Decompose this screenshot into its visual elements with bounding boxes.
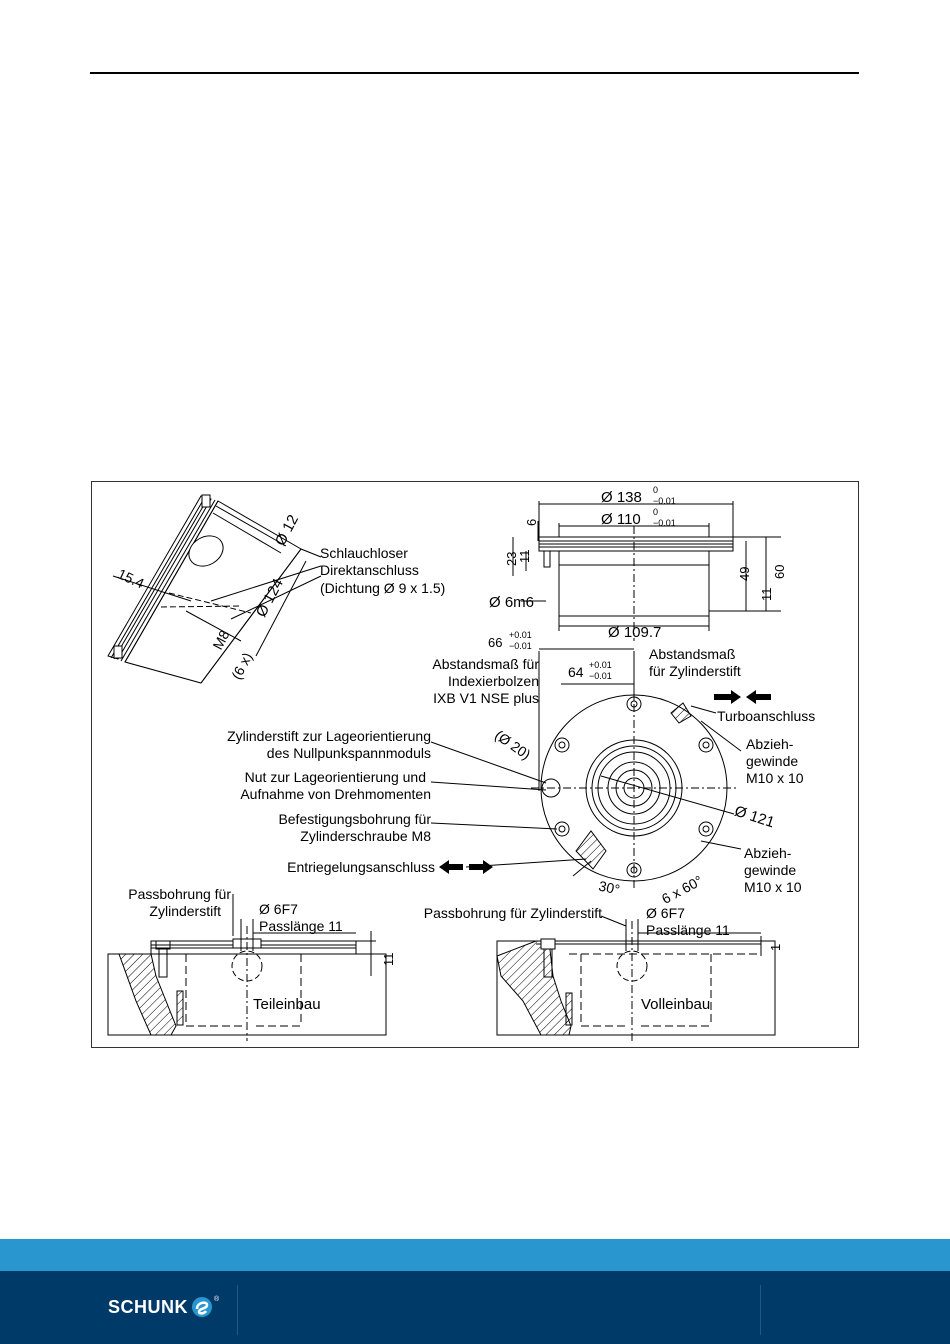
tol-64-upper: +0.01 xyxy=(589,660,612,670)
tol-110-upper: 0 xyxy=(653,507,658,517)
pin-distance-line2: für Zylinderstift xyxy=(649,663,741,679)
turbo-label: Turboanschluss xyxy=(717,708,815,724)
hose-label-line2: Direktanschluss xyxy=(320,562,419,578)
tol-138-lower: −0.01 xyxy=(653,496,676,506)
pin-orient-line2: des Nullpunkspannmoduls xyxy=(267,745,431,761)
dim-dia-20: (Ø 20) xyxy=(492,727,534,763)
dim-dia-12: Ø 12 xyxy=(272,512,302,549)
full-install-label: Volleinbau xyxy=(641,996,710,1013)
dim-6x: (6 x) xyxy=(228,650,255,682)
tol-66-lower: −0.01 xyxy=(509,641,532,651)
tol-138-upper: 0 xyxy=(653,485,658,495)
bore-line1: Befestigungsbohrung für xyxy=(278,811,431,827)
tol-66-upper: +0.01 xyxy=(509,630,532,640)
dim-dia-110: Ø 110 xyxy=(601,511,641,528)
full-install-view xyxy=(496,915,776,1041)
partial-dim-11: 11 xyxy=(381,953,396,967)
pin-dia-6m6: Ø 6m6 xyxy=(489,594,534,611)
side-view xyxy=(512,501,781,641)
partial-install-view xyxy=(107,894,387,1041)
dim-dia-121: Ø 121 xyxy=(732,803,776,832)
turbo-arrows xyxy=(714,690,771,704)
schunk-mark-icon xyxy=(192,1297,213,1317)
index-distance-line2: Indexierbolzen xyxy=(448,673,539,689)
angle-30: 30° xyxy=(597,878,621,898)
slot-line1: Nut zur Lageorientierung und xyxy=(245,769,426,785)
dim-49: 49 xyxy=(737,567,752,581)
dim-6: 6 xyxy=(524,519,539,526)
pin-orient-line1: Zylinderstift zur Lageorientierung xyxy=(227,728,431,744)
index-distance-line3: IXB V1 NSE plus xyxy=(433,690,539,706)
footer-band-light xyxy=(0,1239,950,1271)
footer-band-dark xyxy=(0,1271,950,1344)
footer-middle-cell xyxy=(237,1285,761,1335)
full-fit-bore: Passbohrung für Zylinderstift xyxy=(424,905,602,921)
bore-line2: Zylinderschraube M8 xyxy=(300,828,431,844)
dim-23: 23 xyxy=(504,552,519,566)
dim-11b: 11 xyxy=(759,588,774,602)
pull-thread-2-line2: gewinde xyxy=(744,862,796,878)
brand-name: SCHUNK xyxy=(108,1296,189,1317)
tol-110-lower: −0.01 xyxy=(653,518,676,528)
technical-drawing: Ø 12 Ø 124 15.4 M8 (6 x) Schlauchloser D… xyxy=(91,481,859,1048)
dim-11: 11 xyxy=(517,550,532,564)
dim-dia-124: Ø 124 xyxy=(253,576,287,620)
partial-dia-6f7: Ø 6F7 xyxy=(259,901,298,917)
dim-64: 64 xyxy=(568,664,584,680)
partial-install-label: Teileinbau xyxy=(253,996,321,1013)
footer-logo-cell xyxy=(0,1285,238,1335)
pull-thread-1-line1: Abzieh- xyxy=(746,736,794,752)
partial-fit-length: Passlänge 11 xyxy=(259,918,343,934)
dim-dia-138: Ø 138 xyxy=(601,489,642,506)
plan-view xyxy=(430,648,742,891)
dim-dia-109-7: Ø 109.7 xyxy=(608,624,661,641)
dim-66: 66 xyxy=(488,635,502,650)
tol-64-lower: −0.01 xyxy=(589,671,612,681)
pull-thread-1-line2: gewinde xyxy=(746,753,798,769)
dim-m8: M8 xyxy=(209,627,232,652)
full-fit-length: Passlänge 11 xyxy=(646,922,730,938)
dim-15-4: 15.4 xyxy=(115,565,147,591)
full-dim-1: 1 xyxy=(768,944,783,951)
schunk-logo: SCHUNK ® xyxy=(108,1290,219,1324)
pin-distance-line1: Abstandsmaß xyxy=(649,646,735,662)
angle-6x60: 6 x 60° xyxy=(659,872,705,907)
partial-fit-bore-line1: Passbohrung für xyxy=(128,886,231,902)
hose-label-line1: Schlauchloser xyxy=(320,545,408,561)
slot-line2: Aufnahme von Drehmomenten xyxy=(240,786,431,802)
dim-60: 60 xyxy=(772,565,787,579)
pull-thread-2-line3: M10 x 10 xyxy=(744,879,802,895)
iso-view xyxy=(107,494,322,684)
partial-fit-bore-line2: Zylinderstift xyxy=(149,903,221,919)
pull-thread-2-line1: Abzieh- xyxy=(744,845,792,861)
release-label: Entriegelungsanschluss xyxy=(287,859,435,875)
full-dia-6f7: Ø 6F7 xyxy=(646,905,685,921)
release-arrows xyxy=(439,860,493,874)
pull-thread-1-line3: M10 x 10 xyxy=(746,770,804,786)
registered-mark: ® xyxy=(214,1296,220,1303)
index-distance-line1: Abstandsmaß für xyxy=(432,656,539,672)
header-rule xyxy=(90,72,859,74)
hose-label-line3: (Dichtung Ø 9 x 1.5) xyxy=(320,580,445,596)
drawing-svg: Ø 12 Ø 124 15.4 M8 (6 x) Schlauchloser D… xyxy=(107,485,815,1041)
